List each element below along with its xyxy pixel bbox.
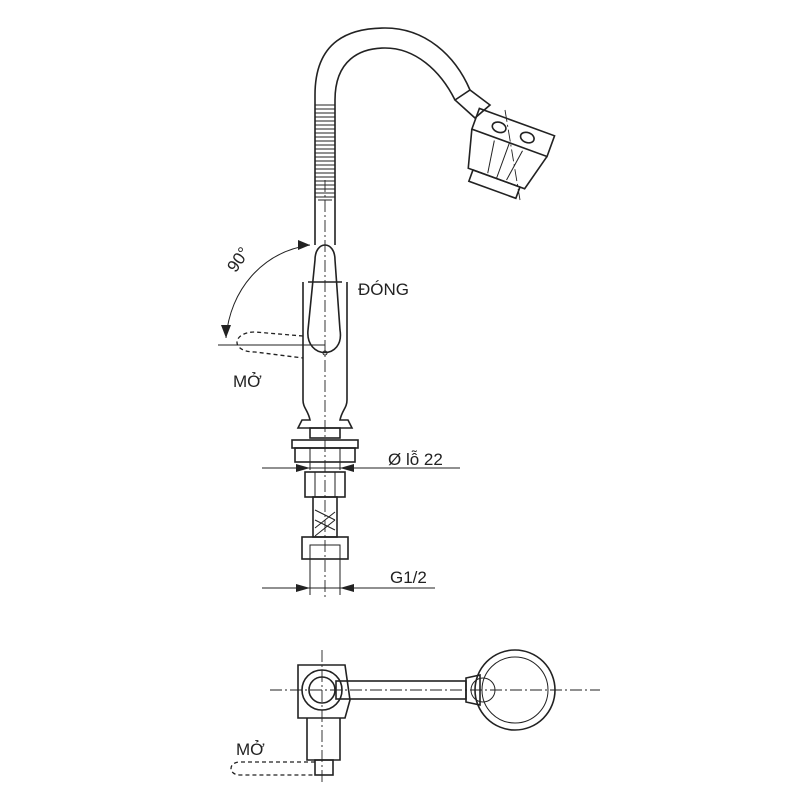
closed-label: ĐÓNG (358, 280, 409, 299)
open-label-top: MỞ (236, 740, 265, 759)
gooseneck-spout (314, 27, 492, 245)
head-centerline (504, 109, 521, 201)
open-label-side: MỞ (233, 372, 262, 391)
dimension-thread (262, 559, 435, 595)
mounting-hardware (291, 427, 359, 560)
top-view (230, 649, 600, 785)
thread-label: G1/2 (390, 568, 427, 587)
rotation-arc (225, 244, 311, 339)
hole-diameter-label: Ø lỗ 22 (388, 450, 443, 469)
dimension-hole (262, 462, 460, 472)
lever-handle-closed (307, 244, 342, 356)
lever-handle-open (236, 331, 304, 359)
spray-head (467, 107, 556, 200)
